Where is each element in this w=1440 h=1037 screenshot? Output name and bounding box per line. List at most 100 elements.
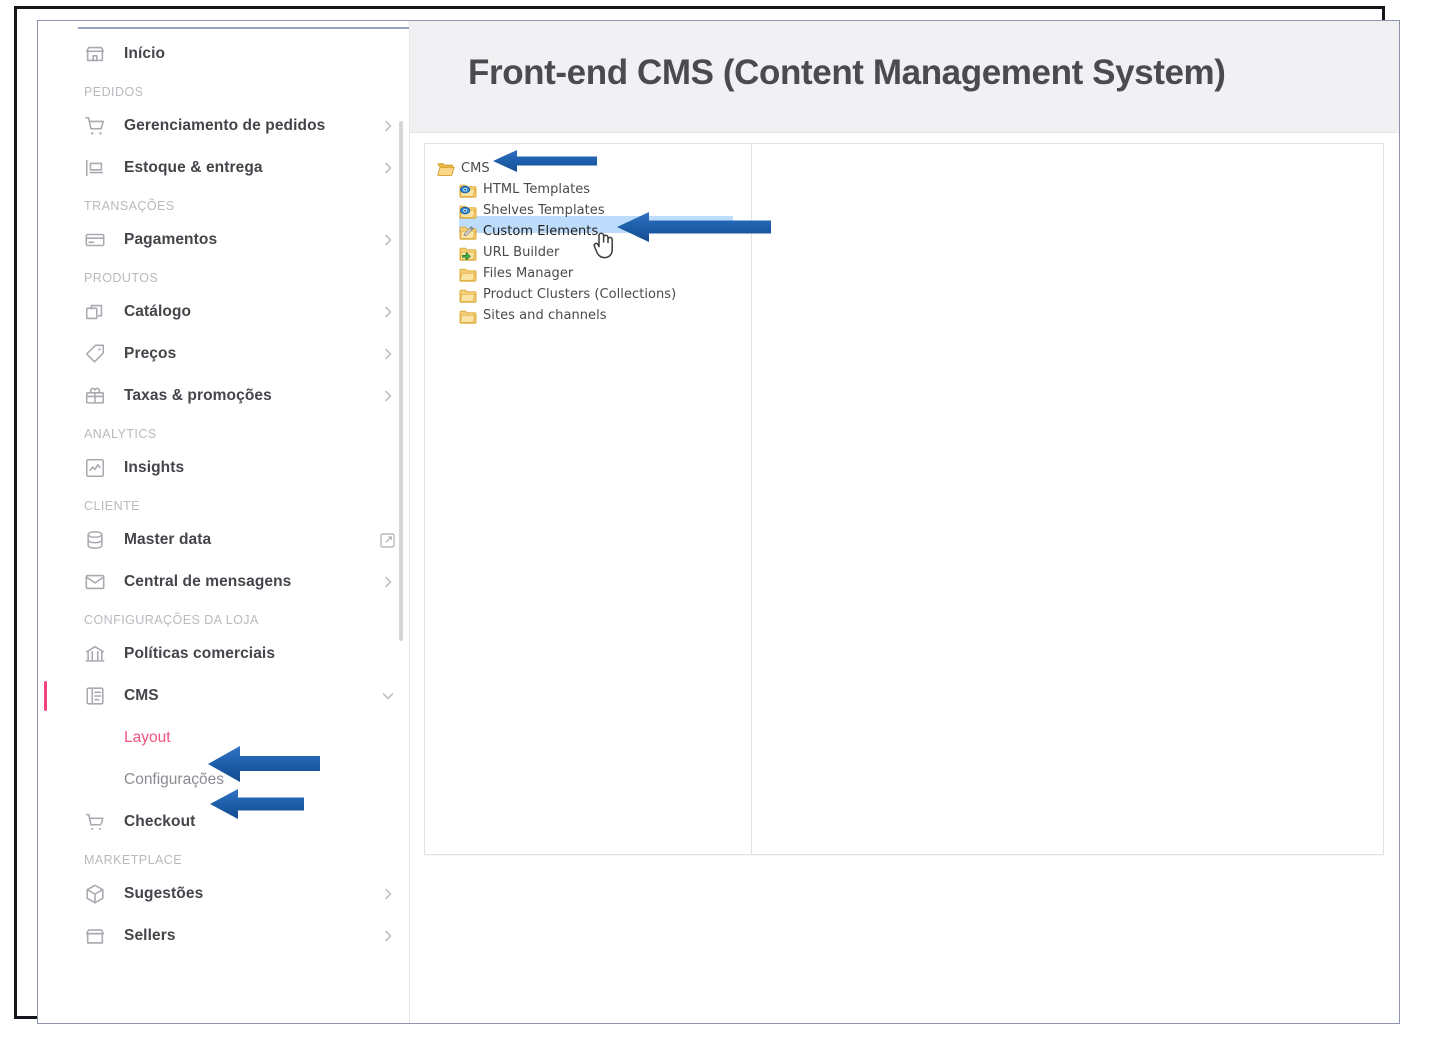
pallet-icon	[84, 157, 106, 179]
sidebar-subitem-configura-es[interactable]: Configurações	[124, 771, 224, 788]
sidebar-section-label: CLIENTE	[84, 499, 140, 513]
sidebar-section-label: ANALYTICS	[84, 427, 157, 441]
sidebar-item-label: Pagamentos	[124, 231, 218, 248]
chevron-right-icon[interactable]	[380, 160, 396, 176]
chevron-right-icon[interactable]	[380, 574, 396, 590]
folder-icon	[459, 266, 477, 282]
tree-item-sites-and-channels[interactable]: Sites and channels	[437, 305, 751, 326]
checkout-icon	[84, 811, 106, 833]
chevron-right-icon[interactable]	[380, 388, 396, 404]
tag-icon	[84, 343, 106, 365]
sidebar-section-label: MARKETPLACE	[84, 853, 183, 867]
folder-open-icon	[437, 161, 455, 177]
main-content: Front-end CMS (Content Management System…	[410, 21, 1399, 1023]
folder-view-icon	[459, 182, 477, 198]
external-link-icon[interactable]	[379, 532, 396, 549]
sidebar-item-label: Taxas & promoções	[124, 387, 272, 404]
sidebar-item-label: Insights	[124, 459, 185, 476]
seller-icon	[84, 925, 106, 947]
sidebar-scrollbar-thumb[interactable]	[399, 121, 403, 641]
sidebar-section-label: TRANSAÇÕES	[84, 199, 175, 213]
sidebar-top-divider	[78, 27, 409, 29]
chevron-right-icon[interactable]	[380, 886, 396, 902]
chevron-right-icon[interactable]	[380, 232, 396, 248]
chevron-right-icon[interactable]	[380, 304, 396, 320]
tree-item-label: CMS	[461, 161, 490, 176]
sidebar-item-estoque-entrega[interactable]: Estoque & entrega	[38, 147, 409, 189]
folder-edit-icon	[459, 224, 477, 240]
sidebar-item-pol-ticas-comerciais[interactable]: Políticas comerciais	[38, 633, 409, 675]
tree-item-files-manager[interactable]: Files Manager	[437, 263, 751, 284]
sidebar-item-cms[interactable]: CMS	[38, 675, 409, 717]
sidebar-item-label: Central de mensagens	[124, 573, 292, 590]
sidebar-item-label: Sellers	[124, 927, 176, 944]
gift-icon	[84, 385, 106, 407]
sidebar-item-label: Preços	[124, 345, 177, 362]
database-icon	[84, 529, 106, 551]
chevron-down-icon[interactable]	[380, 688, 396, 704]
chevron-right-icon[interactable]	[380, 928, 396, 944]
sidebar-item-taxas-promo-es[interactable]: Taxas & promoções	[38, 375, 409, 417]
sidebar-section-label: PRODUTOS	[84, 271, 159, 285]
page-header: Front-end CMS (Content Management System…	[410, 21, 1399, 133]
envelope-icon	[84, 571, 106, 593]
folder-icon	[459, 308, 477, 324]
folder-view-icon	[459, 203, 477, 219]
tree-item-html-templates[interactable]: HTML Templates	[437, 179, 751, 200]
sidebar-item-sellers[interactable]: Sellers	[38, 915, 409, 957]
tree-item-label: Sites and channels	[483, 308, 607, 323]
sidebar-item-label: Estoque & entrega	[124, 159, 263, 176]
sidebar-item-cat-logo[interactable]: Catálogo	[38, 291, 409, 333]
sidebar-item-label: Master data	[124, 531, 212, 548]
chart-icon	[84, 457, 106, 479]
tree-item-label: Shelves Templates	[483, 203, 605, 218]
cms-icon	[84, 685, 106, 707]
folder-link-icon	[459, 245, 477, 261]
sidebar-item-gerenciamento-de-pedidos[interactable]: Gerenciamento de pedidos	[38, 105, 409, 147]
store-icon	[84, 43, 106, 65]
folder-icon	[459, 287, 477, 303]
sidebar-item-sugest-es[interactable]: Sugestões	[38, 873, 409, 915]
sidebar-item-checkout[interactable]: Checkout	[38, 801, 409, 843]
sidebar-item-label: Gerenciamento de pedidos	[124, 117, 326, 134]
chevron-right-icon[interactable]	[380, 346, 396, 362]
sidebar-item-label: Políticas comerciais	[124, 645, 276, 662]
tree-item-label: URL Builder	[483, 245, 560, 260]
sidebar-item-label: Início	[124, 45, 166, 62]
page-title: Front-end CMS (Content Management System…	[468, 53, 1226, 92]
sidebar-item-label: Checkout	[124, 813, 196, 830]
sidebar-item-in-cio[interactable]: Início	[38, 33, 409, 75]
sidebar-item-insights[interactable]: Insights	[38, 447, 409, 489]
box-icon	[84, 883, 106, 905]
tree-item-custom-elements[interactable]: Custom Elements	[437, 221, 751, 242]
catalog-icon	[84, 301, 106, 323]
tree-item-label: Product Clusters (Collections)	[483, 287, 677, 302]
card-icon	[84, 229, 106, 251]
bank-icon	[84, 643, 106, 665]
sidebar-item-pagamentos[interactable]: Pagamentos	[38, 219, 409, 261]
tree-item-url-builder[interactable]: URL Builder	[437, 242, 751, 263]
sidebar-item-label: Catálogo	[124, 303, 192, 320]
sidebar-subitem-layout[interactable]: Layout	[124, 729, 171, 746]
sidebar-item-master-data[interactable]: Master data	[38, 519, 409, 561]
panel-divider	[751, 144, 752, 854]
sidebar-section-label: PEDIDOS	[84, 85, 144, 99]
sidebar-item-label: Sugestões	[124, 885, 204, 902]
tree-item-shelves-templates[interactable]: Shelves Templates	[437, 200, 751, 221]
tree-item-cms[interactable]: CMS	[437, 158, 751, 179]
sidebar-section-label: CONFIGURAÇÕES DA LOJA	[84, 613, 259, 627]
tree-item-label: Custom Elements	[483, 224, 599, 239]
cart-icon	[84, 115, 106, 137]
tree-item-label: Files Manager	[483, 266, 574, 281]
sidebar-item-central-de-mensagens[interactable]: Central de mensagens	[38, 561, 409, 603]
sidebar-item-pre-os[interactable]: Preços	[38, 333, 409, 375]
tree-item-product-clusters-collections[interactable]: Product Clusters (Collections)	[437, 284, 751, 305]
chevron-right-icon[interactable]	[380, 118, 396, 134]
tree-item-label: HTML Templates	[483, 182, 591, 197]
